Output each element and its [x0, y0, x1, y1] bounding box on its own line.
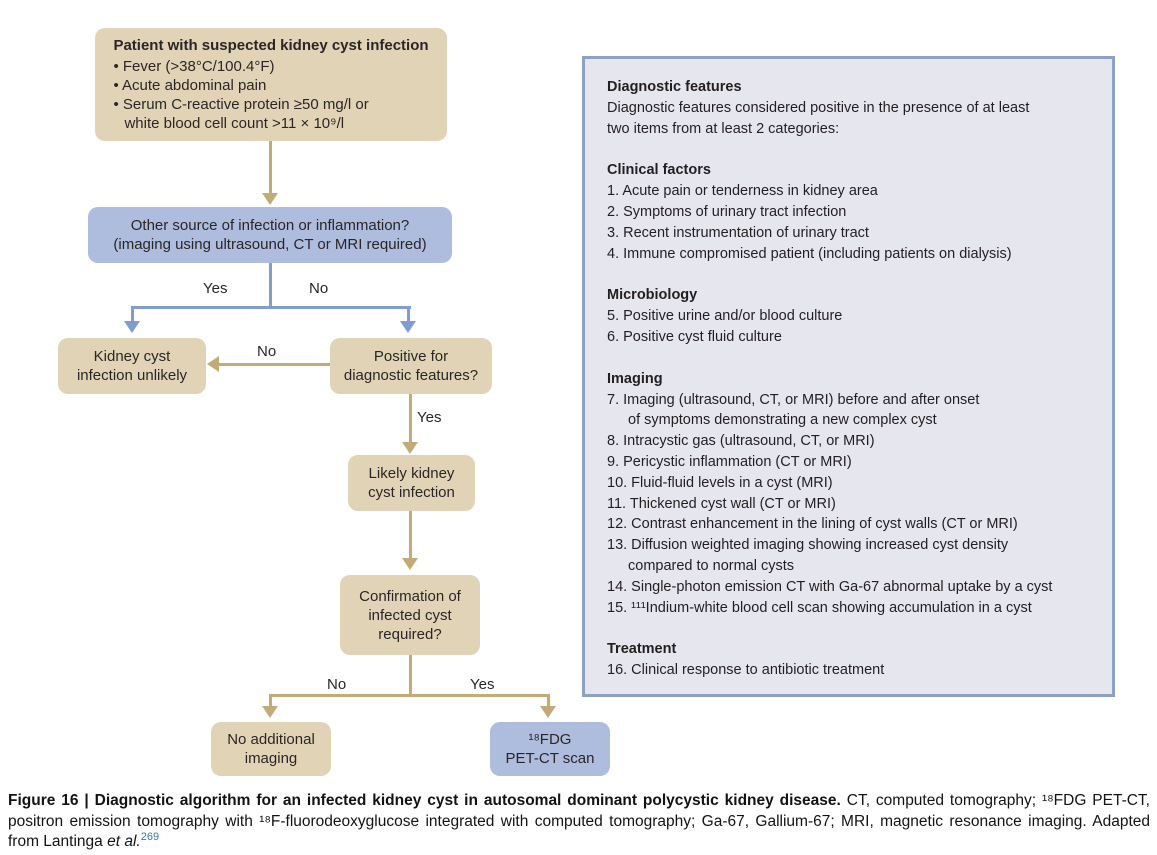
branch-label-no: No [309, 280, 329, 297]
branch-label-yes: Yes [203, 280, 228, 297]
arrowhead-down-icon [400, 321, 416, 333]
branch-label-no-confirmation: No [327, 676, 347, 693]
node-positive-diagnostic-features: Positive for diagnostic features? [330, 338, 492, 394]
node-other-source-question: Other source of infection or inflammatio… [88, 207, 452, 263]
connector-bottom-branch [269, 694, 550, 697]
node-confirmation-text: Confirmation of infected cyst required? [359, 587, 461, 643]
node-likely-infection-text: Likely kidney cyst infection [368, 465, 455, 501]
arrowhead-down-icon [262, 193, 278, 205]
panel-heading-treatment: Treatment [607, 641, 677, 658]
panel-heading-clinical-factors: Clinical factors [607, 162, 711, 179]
panel-item: 5. Positive urine and/or blood culture [607, 308, 843, 325]
node-infection-unlikely-text: Kidney cyst infection unlikely [76, 348, 188, 384]
connector-branch-left-stub [131, 306, 134, 322]
arrowhead-down-icon [540, 706, 556, 718]
arrowhead-down-icon [402, 442, 418, 454]
arrowhead-down-icon [124, 321, 140, 333]
node-patient-bullet-crp: • Serum C-reactive protein ≥50 mg/l or w… [113, 96, 369, 132]
caption-etal: et al. [107, 833, 141, 850]
panel-item: 8. Intracystic gas (ultrasound, CT, or M… [607, 433, 875, 450]
panel-item: 15. ¹¹¹Indium-white blood cell scan show… [607, 599, 1032, 616]
arrowhead-down-icon [262, 706, 278, 718]
panel-intro: Diagnostic features considered positive … [607, 99, 1030, 137]
connector-positive-to-likely [409, 394, 412, 443]
node-infection-unlikely: Kidney cyst infection unlikely [58, 338, 206, 394]
panel-item: 13. Diffusion weighted imaging showing i… [607, 537, 1009, 574]
figure-caption: Figure 16 | Diagnostic algorithm for an … [8, 791, 1150, 853]
connector-likely-to-confirmation [409, 511, 412, 559]
panel-heading-microbiology: Microbiology [607, 287, 698, 304]
node-other-source-text: Other source of infection or inflammatio… [113, 217, 427, 253]
branch-label-yes-features: Yes [417, 409, 442, 426]
node-patient-bullet-fever: • Fever (>38°C/100.4°F) [113, 58, 275, 75]
panel-item: 3. Recent instrumentation of urinary tra… [607, 224, 869, 241]
panel-item: 14. Single-photon emission CT with Ga-67… [607, 578, 1053, 595]
panel-item: 11. Thickened cyst wall (CT or MRI) [607, 495, 836, 512]
panel-item: 7. Imaging (ultrasound, CT, or MRI) befo… [607, 391, 980, 429]
node-no-additional-imaging: No additional imaging [211, 722, 331, 776]
panel-item: 10. Fluid-fluid levels in a cyst (MRI) [607, 474, 833, 491]
panel-item: 4. Immune compromised patient (including… [607, 245, 1012, 262]
connector-positive-to-unlikely [219, 363, 330, 366]
node-patient-title: Patient with suspected kidney cyst infec… [113, 37, 429, 54]
caption-bold-title: Figure 16 | Diagnostic algorithm for an … [8, 792, 841, 809]
panel-item: 1. Acute pain or tenderness in kidney ar… [607, 183, 878, 200]
branch-label-no-features: No [257, 343, 277, 360]
node-confirmation-required: Confirmation of infected cyst required? [340, 575, 480, 655]
node-patient-bullet-pain: • Acute abdominal pain [113, 77, 267, 94]
panel-title: Diagnostic features [607, 79, 742, 95]
connector-bottom-right-stub [547, 694, 550, 707]
connector-yes-no-branch [131, 306, 411, 309]
panel-item: 2. Symptoms of urinary tract infection [607, 203, 847, 220]
panel-item: 9. Pericystic inflammation (CT or MRI) [607, 453, 852, 470]
panel-heading-imaging: Imaging [607, 370, 663, 387]
connector-patient-to-other [269, 141, 272, 194]
caption-reference-number: 269 [140, 830, 160, 843]
branch-label-yes-confirmation: Yes [470, 676, 495, 693]
panel-item: 6. Positive cyst fluid culture [607, 328, 782, 345]
arrowhead-down-icon [402, 558, 418, 570]
panel-item: 12. Contrast enhancement in the lining o… [607, 516, 1018, 533]
caption-body: CT, computed tomography; ¹⁸FDG PET-CT, p… [8, 792, 1150, 850]
connector-branch-right-stub [407, 306, 410, 322]
node-petct-text: ¹⁸FDG PET-CT scan [505, 731, 595, 767]
connector-confirmation-stem [409, 655, 412, 697]
connector-other-source-stem [269, 263, 272, 308]
arrowhead-left-icon [207, 356, 219, 372]
node-likely-infection: Likely kidney cyst infection [348, 455, 475, 511]
connector-bottom-left-stub [269, 694, 272, 707]
panel-item: 16. Clinical response to antibiotic trea… [607, 662, 885, 679]
diagnostic-features-panel: Diagnostic features Diagnostic features … [582, 56, 1115, 697]
node-patient-suspected-infection: Patient with suspected kidney cyst infec… [95, 28, 447, 141]
node-no-imaging-text: No additional imaging [227, 731, 315, 767]
node-fdg-petct-scan: ¹⁸FDG PET-CT scan [490, 722, 610, 776]
node-positive-features-text: Positive for diagnostic features? [343, 348, 479, 384]
